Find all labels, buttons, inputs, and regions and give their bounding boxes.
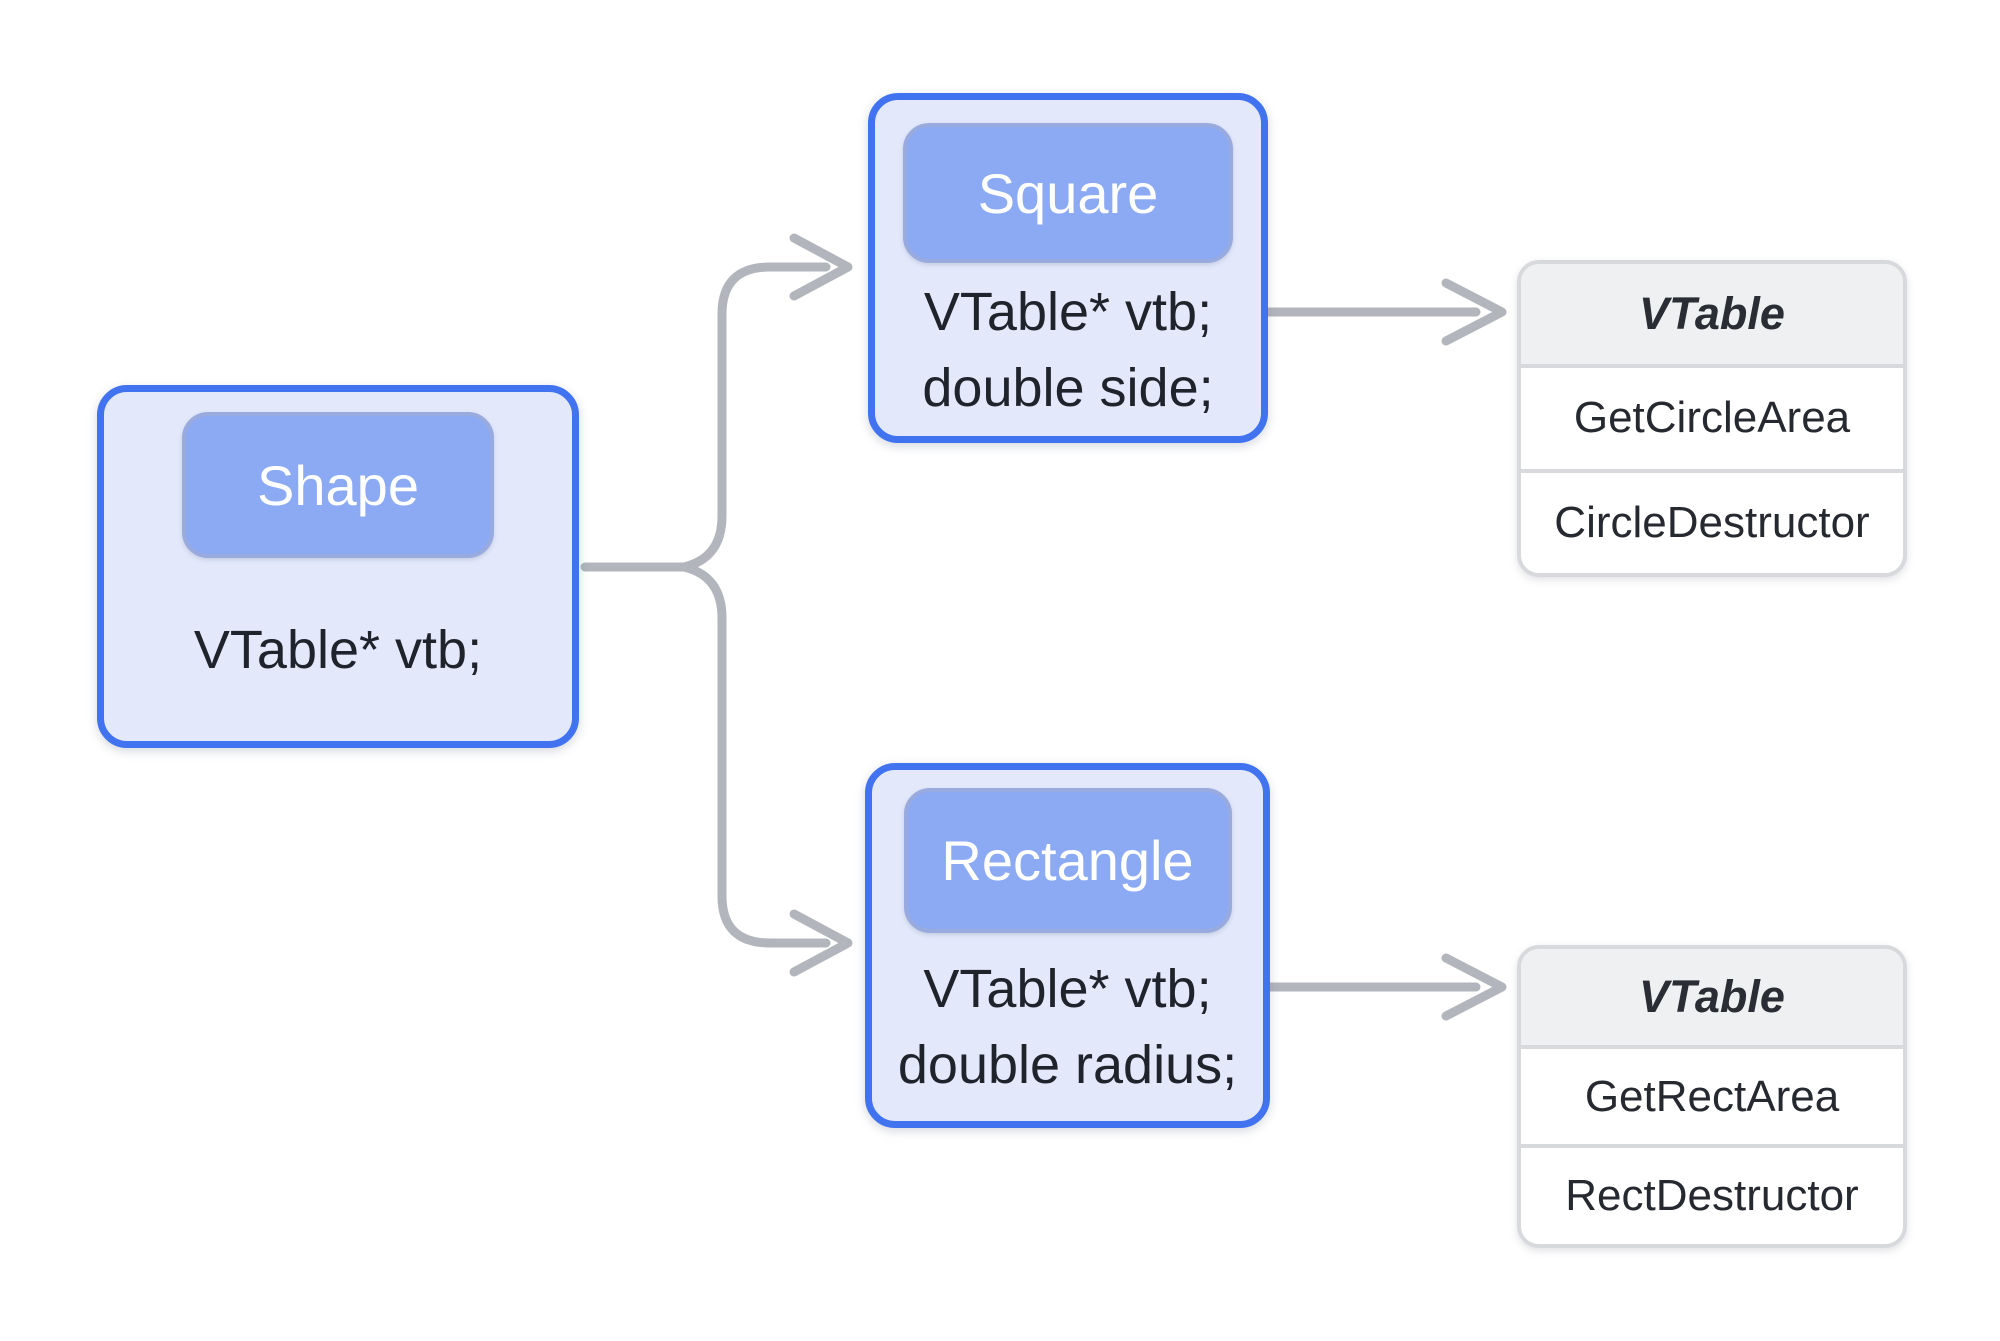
edge-shape-to-square — [679, 262, 831, 572]
vtable-square: VTable GetCircleArea CircleDestructor — [1517, 260, 1907, 577]
class-title-square: Square — [903, 123, 1233, 263]
class-node-square: Square VTable* vtb; double side; — [868, 93, 1268, 443]
arrowhead-shape-to-square — [789, 233, 853, 301]
vtable-rectangle: VTable GetRectArea RectDestructor — [1517, 945, 1907, 1248]
field-square-side: double side; — [922, 357, 1214, 418]
field-shape-vtb: VTable* vtb; — [193, 619, 483, 680]
arrowhead-shape-to-rectangle — [789, 909, 853, 977]
vtable-rectangle-row-getrectarea: GetRectArea — [1521, 1044, 1903, 1145]
class-title-shape: Shape — [182, 412, 494, 558]
class-fields-shape: VTable* vtb; — [194, 558, 482, 741]
class-fields-rectangle: VTable* vtb; double radius; — [898, 933, 1237, 1121]
class-title-rectangle: Rectangle — [903, 788, 1232, 933]
vtable-rectangle-row-rectdestructor: RectDestructor — [1521, 1144, 1903, 1244]
arrowhead-rectangle-vtb-to-vtable — [1441, 953, 1507, 1021]
edge-shape-to-rectangle — [679, 562, 831, 948]
field-square-vtb: VTable* vtb; — [923, 281, 1213, 342]
class-fields-square: VTable* vtb; double side; — [922, 263, 1213, 436]
class-node-rectangle: Rectangle VTable* vtb; double radius; — [865, 763, 1270, 1128]
vtable-square-title: VTable — [1521, 264, 1903, 365]
field-rectangle-radius: double radius; — [897, 1035, 1238, 1095]
class-node-shape: Shape VTable* vtb; — [97, 385, 579, 748]
arrowhead-square-vtb-to-vtable — [1441, 278, 1507, 346]
vtable-rectangle-title: VTable — [1521, 949, 1903, 1045]
vtable-square-row-circledestructor: CircleDestructor — [1521, 468, 1903, 573]
vtable-square-row-getcirclearea: GetCircleArea — [1521, 364, 1903, 469]
field-rectangle-vtb: VTable* vtb; — [923, 959, 1212, 1019]
